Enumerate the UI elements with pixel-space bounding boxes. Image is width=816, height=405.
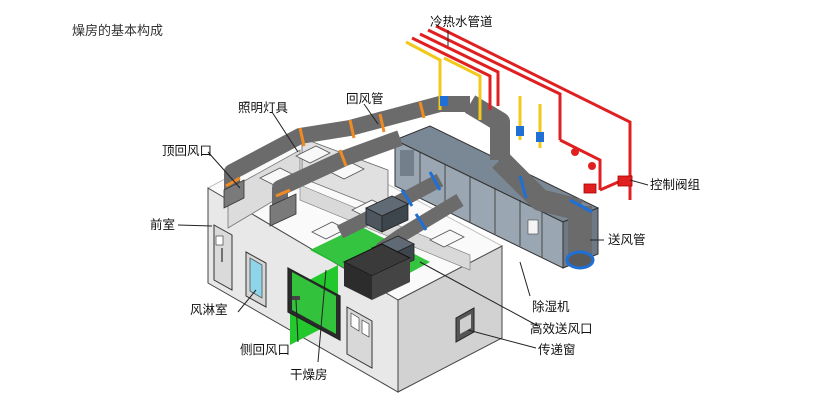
label-air-shower: 风淋室 xyxy=(190,302,228,317)
air-shower-door xyxy=(245,251,267,308)
label-return-duct: 回风管 xyxy=(346,91,384,106)
dry-room-window xyxy=(287,266,341,342)
supply-duct xyxy=(336,152,595,273)
label-anteroom: 前室 xyxy=(150,217,175,232)
dry-room-door xyxy=(346,306,373,369)
page-title: 燥房的基本构成 xyxy=(72,24,164,39)
label-top-return: 顶回风口 xyxy=(162,143,212,158)
anteroom-door xyxy=(213,224,233,291)
dry-room-equipment xyxy=(342,243,412,300)
side-return-vent xyxy=(292,296,300,300)
label-side-return: 侧回风口 xyxy=(240,342,290,357)
label-hepa-outlet: 高效送风口 xyxy=(530,321,593,336)
label-supply-duct: 送风管 xyxy=(608,232,646,247)
label-pass-box: 传递窗 xyxy=(538,342,576,357)
label-dehumidifier: 除湿机 xyxy=(532,299,570,314)
label-dry-room: 干燥房 xyxy=(290,367,328,382)
label-control-valve: 控制阀组 xyxy=(650,177,700,192)
label-water-pipe: 冷热水管道 xyxy=(430,14,493,29)
leader-lines xyxy=(177,30,649,363)
label-lighting: 照明灯具 xyxy=(238,100,289,115)
control-valve-group xyxy=(571,148,633,194)
